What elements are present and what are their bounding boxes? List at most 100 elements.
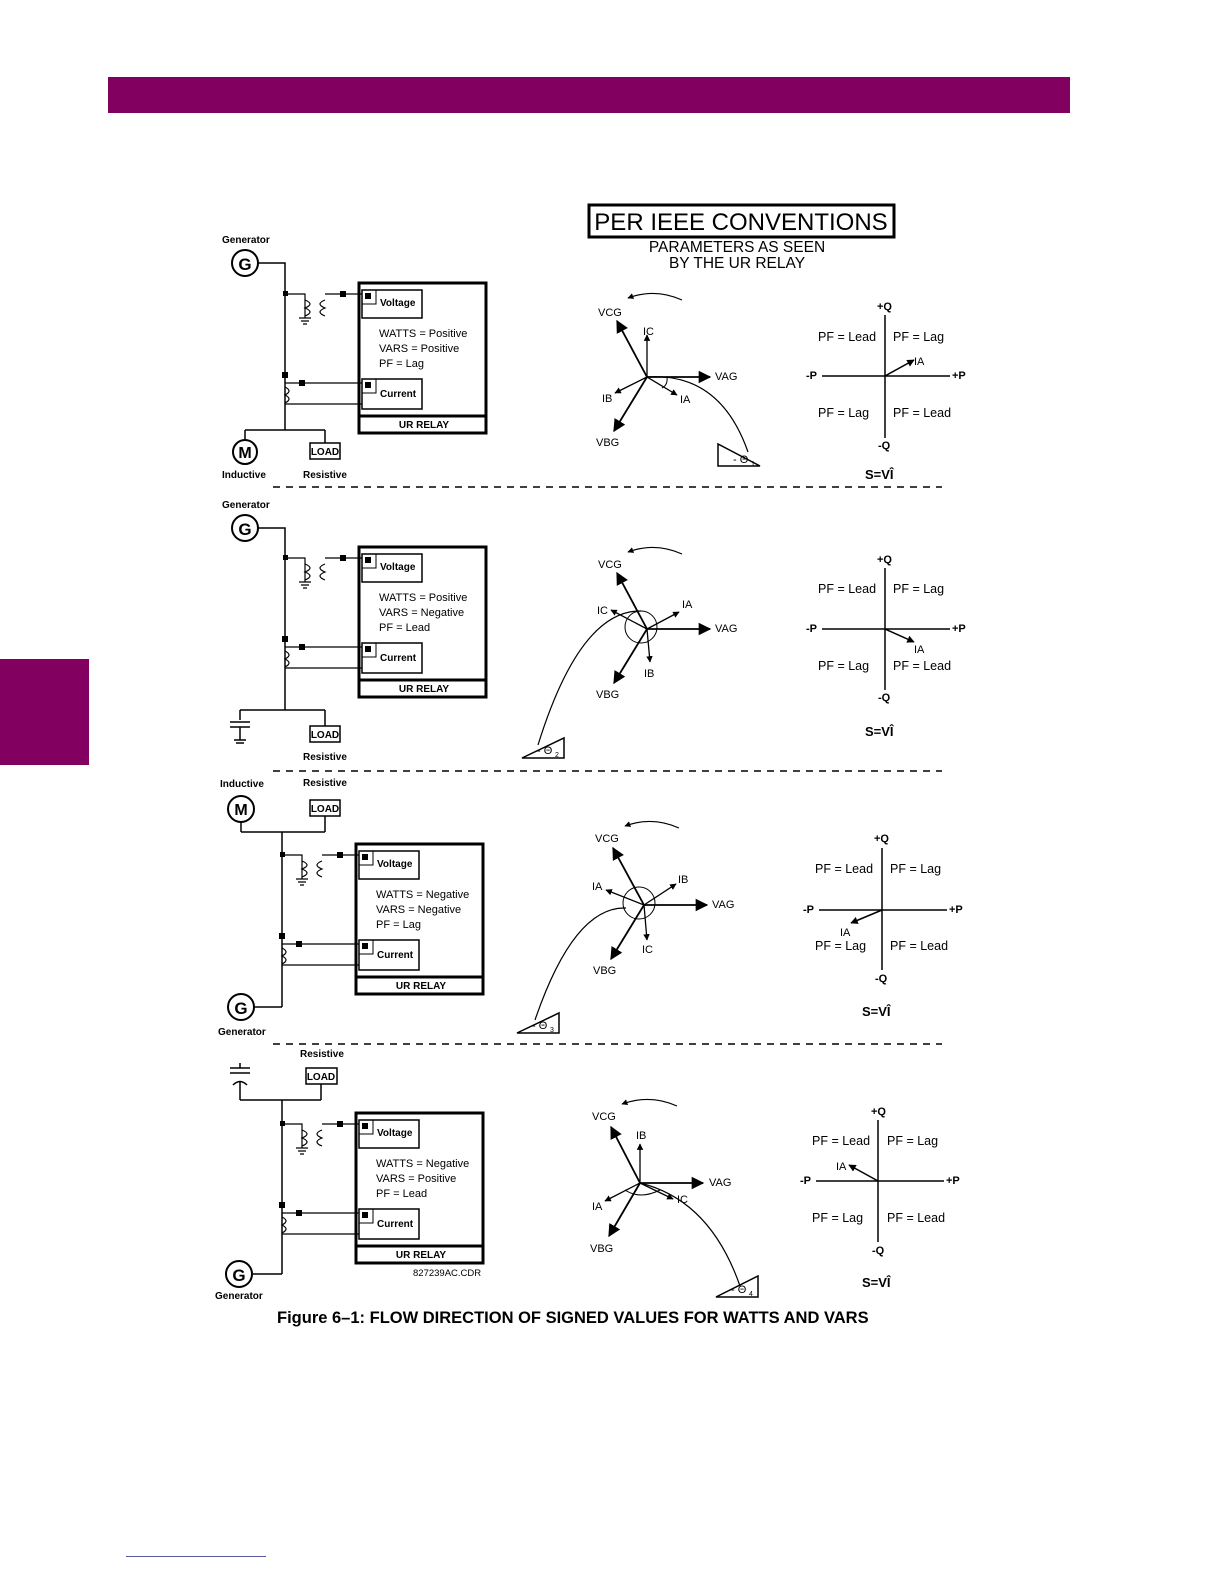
svg-text:VBG: VBG [596,437,619,449]
svg-text:LOAD: LOAD [311,447,339,458]
svg-text:Voltage: Voltage [377,1128,413,1139]
svg-text:Current: Current [377,950,414,961]
pf-sign: PF = Lag [379,358,424,370]
svg-text:PF = Lead: PF = Lead [818,330,876,344]
svg-text:LOAD: LOAD [311,804,339,815]
svg-text:PF = Lead: PF = Lead [815,862,873,876]
svg-text:PF = Lead: PF = Lead [812,1134,870,1148]
chapter-side-tab [0,659,89,765]
svg-text:Current: Current [380,389,417,400]
svg-text:VAG: VAG [709,1177,731,1189]
svg-text:IB: IB [678,874,688,886]
svg-text:S=VÎ: S=VÎ [862,1275,892,1290]
panel-3-circuit: Inductive Resistive M LOAD G Generator U… [218,778,485,1038]
panel-3-pq-plane: +Q -Q -P +P PF = Lead PF = Lag PF = Lag … [803,833,963,1019]
panel-3: Inductive Resistive M LOAD G Generator U… [218,778,963,1038]
svg-text:3: 3 [550,1027,554,1034]
svg-text:Resistive: Resistive [303,752,347,763]
svg-text:-Q: -Q [872,1245,885,1257]
svg-text:- Θ: - Θ [532,1020,548,1032]
svg-text:-P: -P [806,370,817,382]
svg-text:+Q: +Q [877,301,892,313]
svg-text:IA: IA [836,1161,847,1173]
svg-text:VARS = Positive: VARS = Positive [376,1173,456,1185]
footer-rule [126,1556,266,1557]
svg-text:-Q: -Q [875,973,888,985]
svg-text:+P: +P [952,623,966,635]
svg-text:PF = Lead: PF = Lead [890,939,948,953]
ieee-title: PER IEEE CONVENTIONS PARAMETERS AS SEEN … [587,203,896,272]
svg-text:PF = Lead: PF = Lead [893,406,951,420]
svg-text:IA: IA [840,927,851,939]
svg-text:PF = Lead: PF = Lead [887,1211,945,1225]
svg-text:IC: IC [597,605,608,617]
svg-text:PF = Lag: PF = Lag [887,1134,938,1148]
svg-text:2: 2 [555,752,559,759]
panel-4: Resistive LOAD G Generator UR RELAY Volt… [215,1049,960,1302]
generator-label: Generator [222,235,270,246]
svg-text:PF = Lead: PF = Lead [376,1188,427,1200]
svg-text:PF = Lag: PF = Lag [815,939,866,953]
svg-text:IA: IA [914,356,925,368]
svg-text:IC: IC [677,1194,688,1206]
svg-text:G: G [234,999,247,1018]
svg-text:Resistive: Resistive [300,1049,344,1060]
svg-text:PF = Lag: PF = Lag [890,862,941,876]
svg-text:VAG: VAG [715,623,737,635]
title-main: PER IEEE CONVENTIONS [594,209,887,236]
svg-text:UR RELAY: UR RELAY [399,684,450,695]
svg-text:PF = Lead: PF = Lead [379,622,430,634]
svg-text:-Q: -Q [878,692,891,704]
svg-text:PF = Lag: PF = Lag [893,330,944,344]
panel-2: Generator G LOAD Resistive UR RELAY Volt… [222,500,966,763]
svg-text:UR RELAY: UR RELAY [396,981,447,992]
svg-text:WATTS = Positive: WATTS = Positive [379,592,467,604]
panel-2-circuit: Generator G LOAD Resistive UR RELAY Volt… [222,500,488,763]
svg-text:LOAD: LOAD [307,1072,335,1083]
svg-text:+P: +P [946,1175,960,1187]
svg-text:PF = Lead: PF = Lead [818,582,876,596]
svg-text:M: M [234,802,247,819]
svg-text:IC: IC [642,944,653,956]
svg-text:M: M [238,445,251,462]
svg-text:G: G [238,520,251,539]
svg-text:- Θ: - Θ [733,454,749,466]
svg-text:S=VÎ: S=VÎ [865,467,895,482]
svg-text:UR RELAY: UR RELAY [399,420,450,431]
panel-4-phasors: VAG VCG VBG IB IA IC - Θ 4 [590,1098,759,1298]
svg-text:PF = Lag: PF = Lag [818,659,869,673]
svg-text:-P: -P [803,904,814,916]
svg-text:VBG: VBG [590,1243,613,1255]
svg-text:VCG: VCG [598,307,622,319]
svg-text:IB: IB [602,393,612,405]
load-box [309,442,341,460]
svg-text:-Q: -Q [878,440,891,452]
svg-text:4: 4 [749,1291,753,1298]
panel-3-phasors: VAG VCG VBG IA IB IC - Θ 3 [516,820,734,1034]
svg-text:VARS = Negative: VARS = Negative [376,904,461,916]
figure-caption: Figure 6–1: FLOW DIRECTION OF SIGNED VAL… [277,1309,869,1327]
svg-text:VCG: VCG [598,559,622,571]
title-sub2: BY THE UR RELAY [669,255,805,272]
svg-text:IA: IA [680,394,691,406]
svg-text:VAG: VAG [715,371,737,383]
svg-text:IB: IB [636,1130,646,1142]
svg-text:PF = Lag: PF = Lag [812,1211,863,1225]
svg-text:Voltage: Voltage [377,859,413,870]
svg-text:IB: IB [644,668,654,680]
svg-text:UR RELAY: UR RELAY [396,1250,447,1261]
panel-4-pq-plane: +Q -Q -P +P PF = Lead PF = Lag PF = Lag … [800,1106,960,1290]
panel-1-pq-plane: +Q -Q -P +P PF = Lead PF = Lag PF = Lag … [806,301,966,482]
panel-1: Generator G M LOAD Inductive Resistive U… [222,235,966,482]
ur-relay-box [357,281,488,435]
svg-text:PF = Lag: PF = Lag [893,582,944,596]
vars-sign: VARS = Positive [379,343,459,355]
motor-symbol [232,439,258,465]
svg-text:-P: -P [806,623,817,635]
svg-text:IC: IC [643,326,654,338]
svg-text:1: 1 [751,461,755,468]
svg-text:+P: +P [949,904,963,916]
svg-text:+Q: +Q [877,554,892,566]
svg-text:IA: IA [682,599,693,611]
